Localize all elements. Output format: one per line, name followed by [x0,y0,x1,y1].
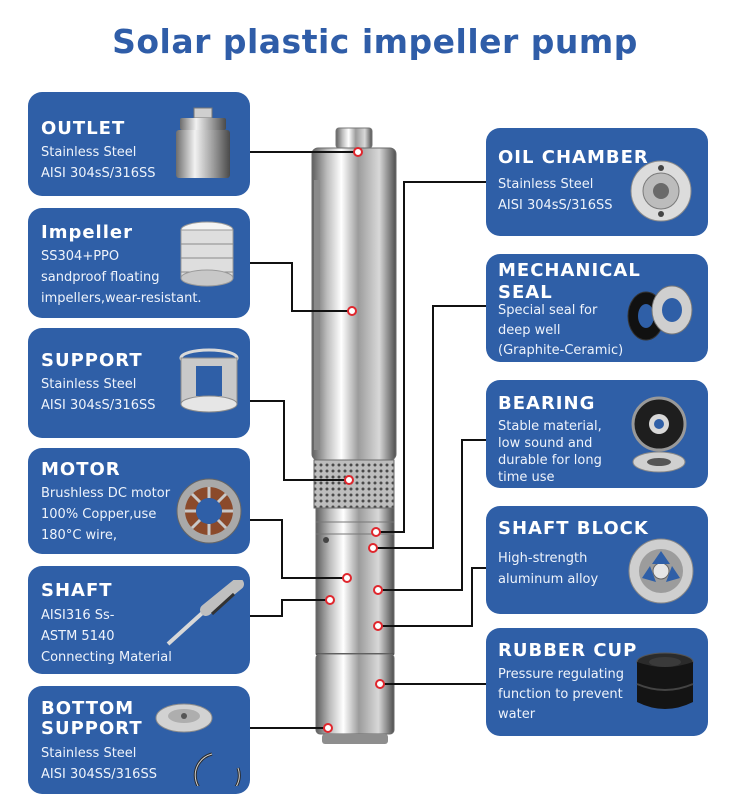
card-desc-line: 180°C wire, [41,528,117,543]
card-title: RUBBER CUP [498,640,638,661]
card-desc-line: Pressure regulating [498,667,624,682]
card-impeller: Impeller SS304+PPO sandproof floating im… [28,208,250,318]
leader-line-bearing [378,439,486,591]
card-title: MOTOR [41,459,121,480]
marker-dot-oil-chamber [371,527,381,537]
card-desc-line: water [498,707,536,722]
card-desc-line: Stable material, [498,419,602,434]
card-desc-line: deep well [498,323,561,338]
leader-line-motor [250,519,347,579]
marker-dot-shaft [325,595,335,605]
card-desc-line: AISI316 Ss- [41,608,115,623]
card-title: SUPPORT [41,718,143,739]
card-oil-chamber: OIL CHAMBER Stainless Steel AISI 304sS/3… [486,128,708,236]
card-shaft-block: SHAFT BLOCK High-strength aluminum alloy [486,506,708,614]
card-desc-line: impellers,wear-resistant. [41,291,202,306]
card-title: OUTLET [41,118,126,139]
card-outlet: OUTLET Stainless Steel AISI 304sS/316SS [28,92,250,196]
card-rubber-cup: RUBBER CUP Pressure regulating function … [486,628,708,736]
marker-dot-motor [342,573,352,583]
rubber-cup-icon [636,652,694,709]
card-title: MECHANICAL [498,260,641,281]
mechanical-seal-icon [627,285,693,341]
support-icon [179,348,239,413]
marker-dot-outlet [353,147,363,157]
shaft-icon [166,580,244,646]
marker-dot-impeller [347,306,357,316]
card-desc-line: AISI 304sS/316SS [498,198,613,213]
card-desc-line: AISI 304SS/316SS [41,767,157,782]
card-motor: MOTOR Brushless DC motor 100% Copper,use… [28,448,250,554]
leader-line-shaft-block [378,567,486,627]
card-desc-line: 100% Copper,use [41,507,157,522]
card-bearing: BEARING Stable material, low sound and d… [486,380,708,488]
leader-line-shaft [250,599,330,617]
bottom-support-icon [155,703,241,786]
outlet-icon [176,107,230,178]
card-support: SUPPORT Stainless Steel AISI 304sS/316SS [28,328,250,438]
leader-line-support [250,400,349,481]
card-title: Impeller [41,222,133,243]
card-desc-line: Special seal for [498,303,598,318]
card-desc-line: Connecting Material [41,650,172,665]
card-desc-line: Stainless Steel [41,746,137,761]
card-desc-line: AISI 304sS/316SS [41,398,156,413]
card-title: SHAFT [41,580,113,601]
card-desc-line: time use [498,470,555,485]
shaft-block-icon [628,538,694,604]
card-shaft: SHAFT AISI316 Ss- ASTM 5140 Connecting M… [28,566,250,674]
card-title: BEARING [498,393,596,414]
impeller-icon [180,221,234,287]
marker-dot-bottom-support [323,723,333,733]
card-desc-line: Stainless Steel [41,377,137,392]
card-desc-line: AISI 304sS/316SS [41,166,156,181]
card-mechanical-seal: MECHANICAL SEAL Special seal for deep we… [486,254,708,362]
card-desc-line: function to prevent [498,687,623,702]
card-title: SHAFT BLOCK [498,518,649,539]
card-title: OIL CHAMBER [498,147,649,168]
card-desc-line: Stainless Steel [41,145,137,160]
leader-line-impeller [250,262,352,312]
card-desc-line: High-strength [498,551,588,566]
card-desc-line: durable for long [498,453,602,468]
marker-dot-support [344,475,354,485]
card-desc-line: Stainless Steel [498,177,594,192]
card-desc-line: ASTM 5140 [41,629,115,644]
card-desc-line: Brushless DC motor [41,486,171,501]
card-desc-line: low sound and [498,436,593,451]
bearing-icon [631,396,687,473]
card-desc-line: SS304+PPO [41,249,120,264]
card-title: BOTTOM [41,698,135,719]
marker-dot-mechanical-seal [368,543,378,553]
motor-stator-icon [176,478,242,544]
card-bottom-support: BOTTOM SUPPORT Stainless Steel AISI 304S… [28,686,250,794]
marker-dot-bearing [373,585,383,595]
card-title: SUPPORT [41,350,143,371]
card-title: SEAL [498,282,553,303]
page-title: Solar plastic impeller pump [112,22,638,61]
card-desc-line: (Graphite-Ceramic) [498,343,624,358]
card-desc-line: sandproof floating [41,270,160,285]
oil-chamber-icon [630,160,692,222]
leader-line-oil-chamber [376,181,486,533]
marker-dot-shaft-block [373,621,383,631]
marker-dot-rubber-cup [375,679,385,689]
leader-line-mechanical-seal [373,305,486,549]
card-desc-line: aluminum alloy [498,572,599,587]
